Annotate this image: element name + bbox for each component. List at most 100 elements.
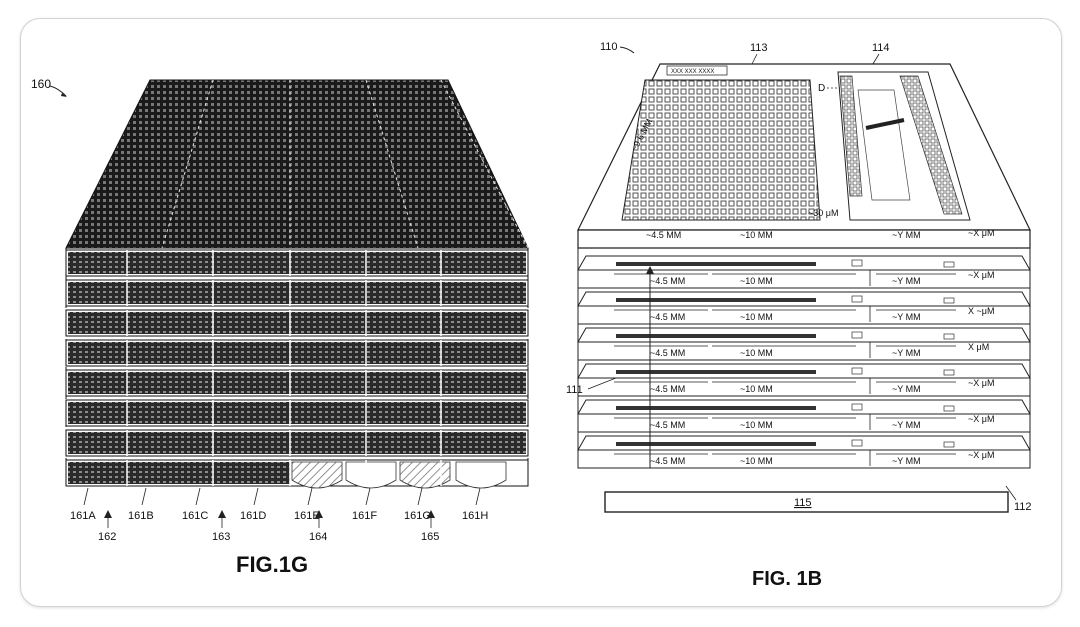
chip-header-box xyxy=(666,65,728,76)
column-leader-7 xyxy=(475,487,481,506)
top-dim-right-label: ~Y MM xyxy=(892,230,921,240)
bottom-column-cap-0 xyxy=(291,461,343,489)
chip-layer-pad xyxy=(943,441,955,448)
chip-layer-edge xyxy=(577,269,1031,289)
chip-layer-pad xyxy=(851,259,863,267)
chip-header-text: XXX XXX XXXX xyxy=(671,69,714,75)
dim-x-label: X ~μM xyxy=(968,306,994,316)
dim-mid-label: ~10 MM xyxy=(740,420,773,430)
chip-layer-pad xyxy=(851,403,863,411)
dim-right-label: ~Y MM xyxy=(892,276,921,286)
column-label-161c: 161C xyxy=(182,510,208,522)
chip-layer-3: ~4.5 MM~10 MM~Y MMX μM xyxy=(577,327,1031,361)
stack-arrow-up-icon xyxy=(646,266,654,274)
ref-160-label: 160 xyxy=(31,77,51,91)
chip-layer-edge xyxy=(577,305,1031,325)
column-label-161b: 161B xyxy=(128,510,154,522)
top-layer-array xyxy=(65,79,529,249)
top-divider-3 xyxy=(440,79,529,249)
dim-x-label: ~X μM xyxy=(968,378,994,388)
column-label-161f: 161F xyxy=(352,510,377,522)
gap-arrow-icon xyxy=(218,510,226,518)
dim-right-label: ~Y MM xyxy=(892,384,921,394)
stack-layer-cells xyxy=(68,462,290,484)
stack-layer-5 xyxy=(65,399,529,427)
chip-layer-stack: ~4.5 MM ~10 MM ~Y MM ~X μM ~4.5 MM ~10 MM ~Y M… xyxy=(577,248,1031,469)
dim-d-label: D xyxy=(818,83,825,94)
peripheral-column-left xyxy=(839,75,863,197)
dim-mid-label: ~10 MM xyxy=(740,276,773,286)
ref-113-label: 113 xyxy=(750,42,768,54)
chip-layer-array-strip xyxy=(616,442,816,446)
chip-layer-6: ~4.5 MM~10 MM~Y MM~X μM xyxy=(577,435,1031,469)
chip-layer-2: ~4.5 MM~10 MM~Y MMX ~μM xyxy=(577,291,1031,325)
chip-layer-4: ~4.5 MM ~10 MM ~Y MM ~X μM xyxy=(577,363,1031,397)
chip-layer-1: ~4.5 MM~10 MM~Y MM~X μM xyxy=(577,255,1031,289)
dim-left-label: ~4.5 MM xyxy=(650,456,685,466)
ref-110-leader xyxy=(619,46,635,54)
dim-right-label: ~Y MM xyxy=(892,420,921,430)
chip-layer-pad xyxy=(851,439,863,447)
ref-112-label: 112 xyxy=(1014,501,1032,513)
chip-layer-pad xyxy=(943,261,955,268)
bottom-column-cap-1 xyxy=(345,461,397,489)
ref-114-label: 114 xyxy=(872,42,890,54)
dim-mid-label: ~10 MM xyxy=(740,456,773,466)
chip-layer-array-strip xyxy=(616,334,816,338)
dim-gap-label: ~30 μM xyxy=(808,208,838,218)
top-layer-dividers xyxy=(161,79,529,249)
stack-layer-cells xyxy=(68,252,526,274)
column-leader-6 xyxy=(417,487,423,506)
gap-label-165: 165 xyxy=(421,531,439,543)
peripheral-channel xyxy=(857,89,911,201)
ref-111-leader xyxy=(587,377,617,390)
gap-arrow-icon xyxy=(315,510,323,518)
column-label-161a: 161A xyxy=(70,510,96,522)
fig-1b: 110 113 114 XXX XXX XXXX D ~9.6 MM xyxy=(566,41,1032,590)
gap-arrow-icon xyxy=(427,510,435,518)
dim-right-label: ~Y MM xyxy=(892,312,921,322)
stack-layer-cells xyxy=(68,372,526,394)
gap-label-164: 164 xyxy=(309,531,327,543)
dim-x-label: ~X μM xyxy=(968,270,994,280)
column-leader-3 xyxy=(253,487,259,506)
column-leader-4 xyxy=(307,487,313,506)
chip-layer-5: ~4.5 MM~10 MM~Y MM~X μM xyxy=(577,399,1031,433)
dim-x-label: X μM xyxy=(968,342,989,352)
dim-left-label: ~4.5 MM xyxy=(650,312,685,322)
dim-left-label: ~4.5 MM xyxy=(650,384,685,394)
gap-label-162: 162 xyxy=(98,531,116,543)
chip-layer-array-strip xyxy=(616,262,816,266)
bottom-column-cap-2 xyxy=(399,461,451,489)
fig-1b-caption: FIG. 1B xyxy=(752,568,822,590)
stack-layer-0 xyxy=(65,249,529,277)
gap-arrow-icon xyxy=(104,510,112,518)
column-leader-2 xyxy=(195,487,201,506)
column-label-161g: 161G xyxy=(404,510,431,522)
column-leader-5 xyxy=(365,487,371,506)
chip-layer-edge xyxy=(577,377,1031,397)
stack-layer-cells xyxy=(68,402,526,424)
ref-160-leader xyxy=(49,85,67,97)
dim-right-label: ~Y MM xyxy=(892,348,921,358)
dim-mid-label: ~10 MM xyxy=(740,384,773,394)
stack-layer-6 xyxy=(65,429,529,457)
chip-layer-array-strip xyxy=(616,406,816,410)
top-divider-0 xyxy=(161,79,214,249)
stack-layer-cells xyxy=(68,342,526,364)
column-label-161e: 161E xyxy=(294,510,320,522)
top-dim-x-label: ~X μM xyxy=(968,228,994,238)
stack-layer-cells xyxy=(68,432,526,454)
stack-layer-cells xyxy=(68,312,526,334)
top-dim-left-label: ~4.5 MM xyxy=(646,230,681,240)
memory-array xyxy=(621,79,821,221)
column-label-161d: 161D xyxy=(240,510,266,522)
chip-layer-array-strip xyxy=(616,370,816,374)
chip-layer-pad xyxy=(943,369,955,376)
top-divider-2 xyxy=(365,79,419,249)
dim-mid-label: ~10 MM xyxy=(740,348,773,358)
chip-layer-edge xyxy=(577,449,1031,469)
